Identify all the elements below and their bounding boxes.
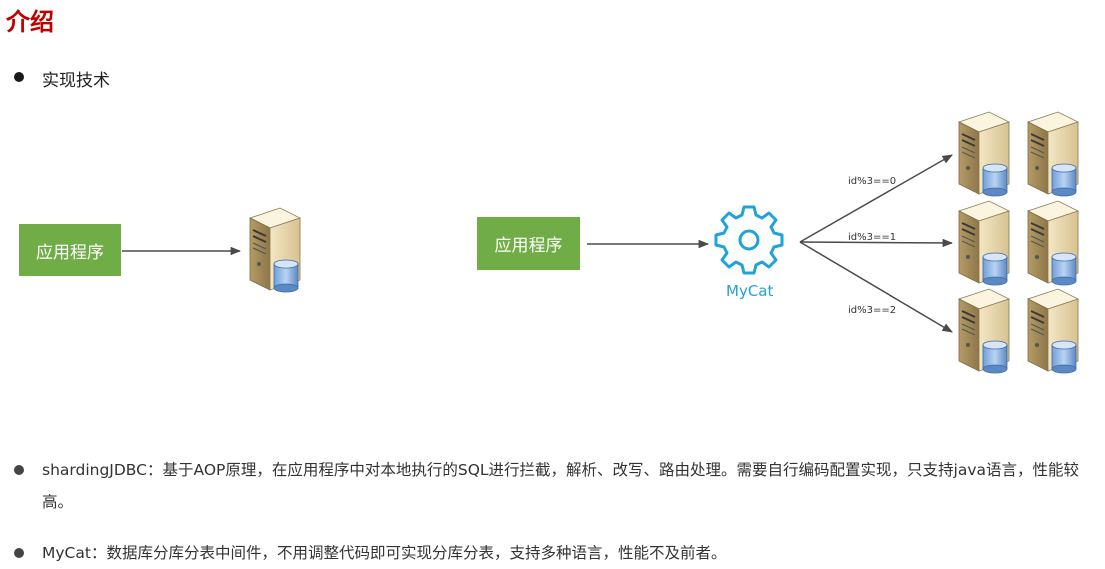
note-text: MyCat：数据库分库分表中间件，不用调整代码即可实现分库分表，支持多种语言，性…	[42, 544, 727, 562]
server-database-icon	[958, 111, 1010, 197]
note-mycat: MyCat：数据库分库分表中间件，不用调整代码即可实现分库分表，支持多种语言，性…	[14, 537, 1099, 569]
gear-icon	[714, 205, 784, 275]
bullet-dot	[14, 465, 24, 475]
server-database-icon	[1027, 288, 1079, 374]
application-box-right: 应用程序	[477, 217, 580, 270]
route-label-2: id%3==2	[848, 305, 896, 316]
application-box-left: 应用程序	[19, 224, 121, 276]
section-heading: 实现技术	[14, 66, 110, 91]
server-database-icon	[1027, 200, 1079, 286]
server-database-icon	[1027, 111, 1079, 197]
route-arrow-2	[799, 241, 953, 333]
application-label: 应用程序	[36, 242, 104, 263]
bullet-dot	[14, 548, 24, 558]
note-sharding-jdbc: shardingJDBC：基于AOP原理，在应用程序中对本地执行的SQL进行拦截…	[14, 454, 1099, 518]
route-arrow-1	[799, 238, 954, 248]
mycat-label: MyCat	[726, 282, 773, 300]
page-title: 介绍	[6, 8, 54, 36]
route-label-1: id%3==1	[848, 232, 896, 243]
server-database-icon	[958, 288, 1010, 374]
note-text: shardingJDBC：基于AOP原理，在应用程序中对本地执行的SQL进行拦截…	[42, 461, 1080, 511]
server-database-icon	[249, 207, 301, 293]
bullet-dot	[14, 72, 24, 82]
section-heading-text: 实现技术	[42, 71, 110, 91]
application-label: 应用程序	[494, 236, 563, 256]
route-arrow-0	[799, 154, 953, 243]
route-label-0: id%3==0	[848, 176, 896, 187]
server-database-icon	[958, 200, 1010, 286]
